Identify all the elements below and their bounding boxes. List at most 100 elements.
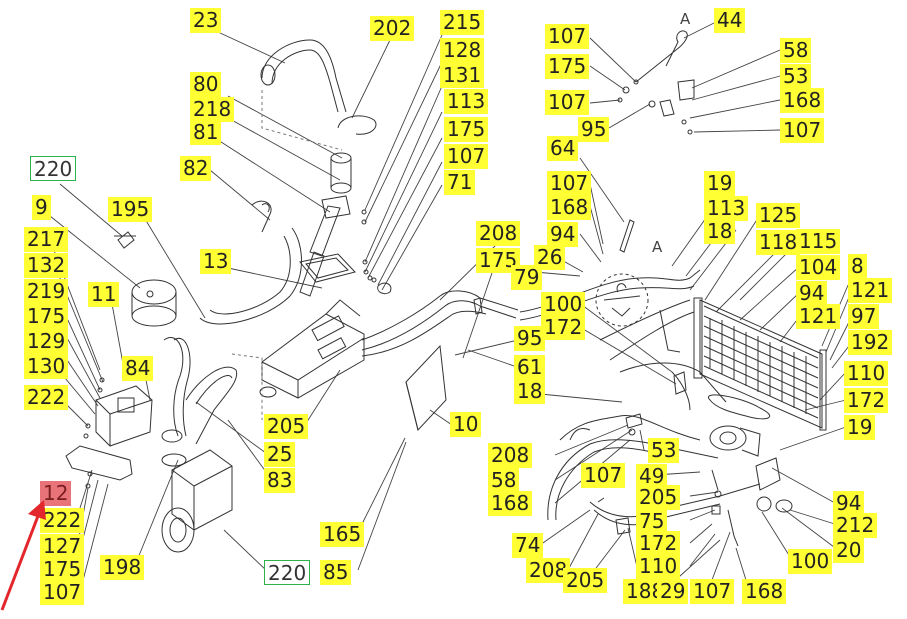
callout-208c[interactable]: 208 xyxy=(526,558,571,583)
callout-202[interactable]: 202 xyxy=(370,16,415,41)
callout-175a[interactable]: 175 xyxy=(444,117,489,142)
callout-95a[interactable]: 95 xyxy=(514,326,546,351)
callout-100a[interactable]: 100 xyxy=(541,292,586,317)
callout-58a[interactable]: 58 xyxy=(780,38,812,63)
callout-205a[interactable]: 205 xyxy=(264,414,309,439)
callout-165[interactable]: 165 xyxy=(320,522,365,547)
callout-168c[interactable]: 168 xyxy=(742,579,787,604)
callout-107a[interactable]: 107 xyxy=(444,144,489,169)
callout-208b[interactable]: 208 xyxy=(488,443,533,468)
callout-195[interactable]: 195 xyxy=(108,197,153,222)
callout-107g[interactable]: 107 xyxy=(690,579,735,604)
callout-220b[interactable]: 220 xyxy=(264,560,311,585)
callout-80[interactable]: 80 xyxy=(190,72,222,97)
callout-9[interactable]: 9 xyxy=(32,195,51,220)
callout-94b[interactable]: 94 xyxy=(796,281,828,306)
callout-107d[interactable]: 107 xyxy=(545,90,590,115)
callout-217[interactable]: 217 xyxy=(24,227,69,252)
callout-95b[interactable]: 95 xyxy=(578,117,610,142)
callout-71[interactable]: 71 xyxy=(444,170,476,195)
callout-19a[interactable]: 19 xyxy=(704,171,736,196)
callout-110a[interactable]: 110 xyxy=(844,361,889,386)
callout-125[interactable]: 125 xyxy=(756,203,801,228)
clamp-202 xyxy=(337,115,377,135)
callout-129[interactable]: 129 xyxy=(24,329,69,354)
callout-168b[interactable]: 168 xyxy=(780,88,825,113)
callout-74[interactable]: 74 xyxy=(512,533,544,558)
callout-82[interactable]: 82 xyxy=(180,156,212,181)
callout-198[interactable]: 198 xyxy=(100,555,145,580)
callout-18b[interactable]: 18 xyxy=(704,219,736,244)
callout-128[interactable]: 128 xyxy=(440,38,485,63)
callout-107h[interactable]: 107 xyxy=(581,463,626,488)
callout-58b[interactable]: 58 xyxy=(488,468,520,493)
filter-198 xyxy=(161,449,233,553)
callout-220a[interactable]: 220 xyxy=(30,156,77,181)
callout-168a[interactable]: 168 xyxy=(547,195,592,220)
callout-23[interactable]: 23 xyxy=(190,8,222,33)
callout-222b[interactable]: 222 xyxy=(40,508,85,533)
callout-175b[interactable]: 175 xyxy=(476,248,521,273)
callout-94c[interactable]: 94 xyxy=(833,491,865,516)
callout-53a[interactable]: 53 xyxy=(780,64,812,89)
callout-107c[interactable]: 107 xyxy=(545,24,590,49)
callout-115[interactable]: 115 xyxy=(796,229,841,254)
callout-192[interactable]: 192 xyxy=(848,330,893,355)
callout-218[interactable]: 218 xyxy=(190,97,235,122)
callout-94a[interactable]: 94 xyxy=(547,222,579,247)
callout-8[interactable]: 8 xyxy=(848,254,867,279)
callout-85[interactable]: 85 xyxy=(320,560,352,585)
callout-100b[interactable]: 100 xyxy=(788,549,833,574)
callout-175c[interactable]: 175 xyxy=(24,304,69,329)
callout-121a[interactable]: 121 xyxy=(796,304,841,329)
callout-130[interactable]: 130 xyxy=(24,354,69,379)
callout-107e[interactable]: 107 xyxy=(547,171,592,196)
callout-172c[interactable]: 172 xyxy=(636,531,681,556)
callout-19b[interactable]: 19 xyxy=(844,415,876,440)
callout-219[interactable]: 219 xyxy=(24,279,69,304)
callout-118[interactable]: 118 xyxy=(756,230,801,255)
callout-79[interactable]: 79 xyxy=(511,265,543,290)
callout-83[interactable]: 83 xyxy=(264,468,296,493)
mount-58 xyxy=(648,79,695,135)
callout-61[interactable]: 61 xyxy=(514,355,546,380)
callout-29[interactable]: 29 xyxy=(657,579,689,604)
callout-131[interactable]: 131 xyxy=(440,63,485,88)
callout-11[interactable]: 11 xyxy=(88,282,120,307)
callout-53b[interactable]: 53 xyxy=(648,438,680,463)
callout-84[interactable]: 84 xyxy=(122,356,154,381)
callout-175d[interactable]: 175 xyxy=(40,557,85,582)
callout-107f[interactable]: 107 xyxy=(780,118,825,143)
callout-75[interactable]: 75 xyxy=(636,509,668,534)
callout-10[interactable]: 10 xyxy=(450,412,482,437)
callout-113b[interactable]: 113 xyxy=(704,196,749,221)
callout-110b[interactable]: 110 xyxy=(636,554,681,579)
callout-222a[interactable]: 222 xyxy=(24,385,69,410)
callout-127[interactable]: 127 xyxy=(40,534,85,559)
callout-104[interactable]: 104 xyxy=(796,255,841,280)
callout-113[interactable]: 113 xyxy=(444,89,489,114)
callout-215[interactable]: 215 xyxy=(440,10,485,35)
callout-212[interactable]: 212 xyxy=(833,513,878,538)
callout-25[interactable]: 25 xyxy=(264,442,296,467)
callout-175e[interactable]: 175 xyxy=(545,54,590,79)
callout-172b[interactable]: 172 xyxy=(844,388,889,413)
callout-132[interactable]: 132 xyxy=(24,253,69,278)
callout-97[interactable]: 97 xyxy=(848,304,880,329)
callout-44[interactable]: 44 xyxy=(714,8,746,33)
callout-205c[interactable]: 205 xyxy=(563,568,608,593)
callout-12-highlighted[interactable]: 12 xyxy=(40,481,72,506)
callout-13[interactable]: 13 xyxy=(200,249,232,274)
callout-49[interactable]: 49 xyxy=(636,464,668,489)
callout-107b[interactable]: 107 xyxy=(40,580,85,605)
callout-81[interactable]: 81 xyxy=(190,120,222,145)
callout-205b[interactable]: 205 xyxy=(636,485,681,510)
callout-64[interactable]: 64 xyxy=(547,136,579,161)
callout-18a[interactable]: 18 xyxy=(514,379,546,404)
callout-168d[interactable]: 168 xyxy=(488,491,533,516)
callout-208a[interactable]: 208 xyxy=(476,221,521,246)
callout-121b[interactable]: 121 xyxy=(848,278,893,303)
callout-20[interactable]: 20 xyxy=(833,538,865,563)
callout-172a[interactable]: 172 xyxy=(541,315,586,340)
